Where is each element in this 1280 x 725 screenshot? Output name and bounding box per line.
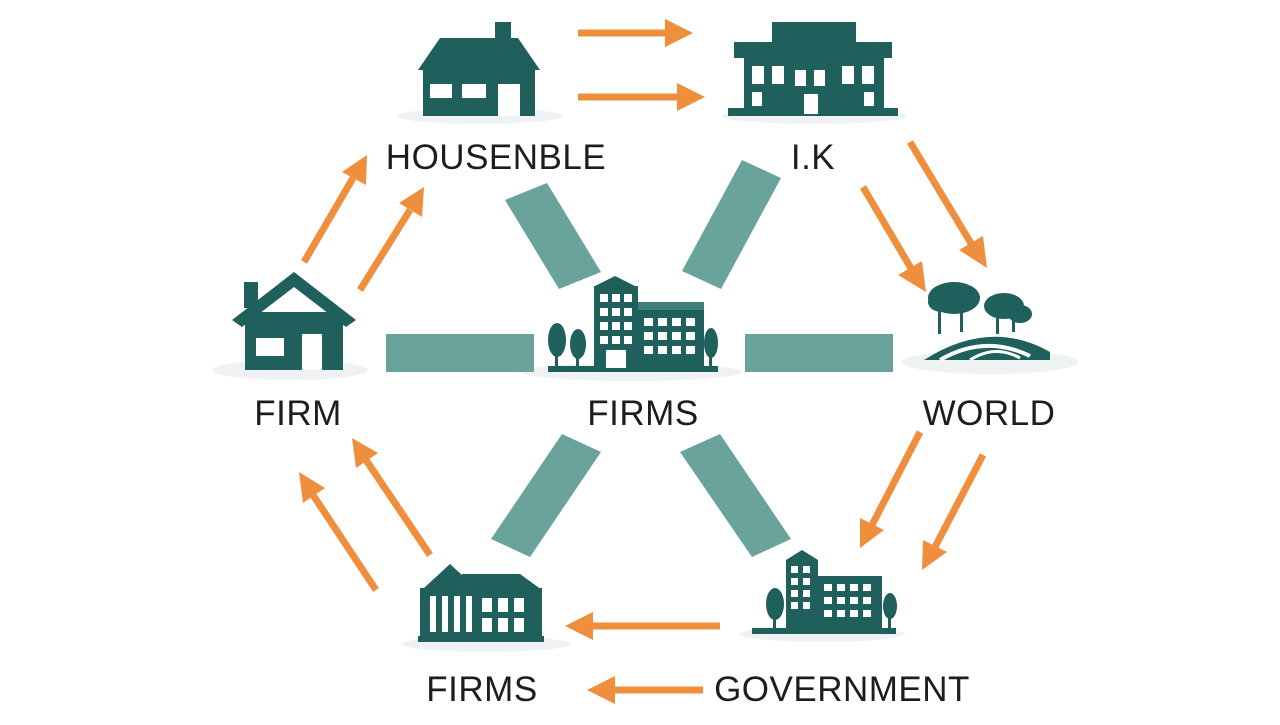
- arrow-right-3: [860, 430, 924, 548]
- node-label-bottom-right: GOVERNMENT: [714, 670, 970, 709]
- connector-bottom-left: [491, 434, 601, 557]
- arrow-right-2: [859, 185, 926, 292]
- house-icon: [418, 22, 540, 116]
- arrow-bottom-2: [587, 676, 703, 704]
- arrow-left-2: [299, 472, 379, 592]
- node-label-top-left: HOUSENBLE: [385, 138, 607, 177]
- connector-right: [745, 334, 893, 372]
- node-label-center: FIRMS: [587, 394, 699, 433]
- node-label-mid-right: WORLD: [922, 394, 1056, 433]
- node-label-mid-left: FIRM: [254, 394, 342, 433]
- office-building-icon-bottom: [752, 550, 897, 634]
- arrow-top-2: [578, 83, 705, 111]
- arrow-left-4: [357, 187, 424, 292]
- ground-shadows: [212, 108, 1078, 652]
- bank-building-icon: [728, 22, 898, 116]
- home-icon: [232, 272, 356, 370]
- node-label-top-right: I.K: [790, 138, 836, 177]
- landscape-trees-icon: [924, 282, 1050, 362]
- arrow-top-1: [578, 19, 693, 47]
- connector-bottom-right: [680, 434, 791, 557]
- connector-top-right: [682, 160, 781, 289]
- office-building-icon: [548, 276, 718, 372]
- arrow-left-3: [300, 155, 367, 264]
- arrow-bottom-1: [565, 612, 720, 640]
- connector-top-left: [505, 183, 601, 289]
- connectors: [386, 160, 893, 557]
- government-building-icon: [418, 564, 544, 642]
- arrow-right-1: [907, 140, 987, 268]
- arrow-left-1: [352, 438, 433, 557]
- arrow-right-4: [922, 453, 987, 570]
- connector-left: [386, 334, 534, 372]
- arrows: [299, 19, 987, 704]
- node-label-bottom-left: FIRMS: [426, 670, 538, 709]
